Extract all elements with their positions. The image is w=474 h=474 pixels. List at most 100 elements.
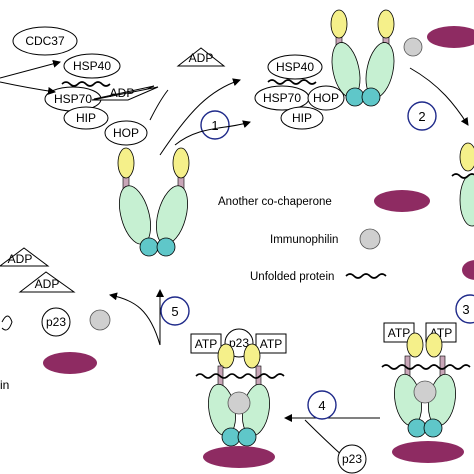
hsp40-right-ellipse: [267, 54, 323, 80]
adp-top-triangle: [176, 47, 226, 67]
legend-cochaperone-text: Another co-chaperone: [218, 196, 332, 208]
atp-bl-b-label: ATP: [260, 337, 282, 351]
c-domain-right: [156, 237, 176, 257]
re-cochaperone: [462, 260, 474, 280]
cdc37-ellipse: [12, 26, 78, 56]
step-1-arrow-secondary: [174, 120, 251, 146]
br-cochaperone: [392, 441, 464, 463]
tr-c-domain-right: [361, 87, 381, 107]
atp-bl-b-box: [255, 333, 287, 354]
n-domain-left: [117, 147, 135, 179]
hip-right-label: HIP: [292, 111, 312, 125]
p23-entry-arrow: [304, 419, 346, 459]
atp-br-a-label: ATP: [388, 326, 410, 340]
tr-n-domain-right: [377, 9, 395, 39]
re-middle-domain: [459, 173, 474, 227]
cdc37-label: CDC37: [25, 34, 65, 48]
top-right-client-complex: HSP40 HSP70 HOP HIP: [254, 9, 474, 130]
arrow-into-complex-top: [0, 59, 61, 79]
adp-left-triangle-fill: [91, 86, 159, 101]
re-n-domain: [459, 142, 474, 172]
hsp40-right-label: HSP40: [276, 60, 314, 74]
hsp40-left-ellipse: [63, 53, 121, 79]
tr-n-domain-left: [330, 9, 348, 39]
adp-far-left-2-label: ADP: [35, 277, 60, 291]
atp-bl-a-label: ATP: [195, 337, 217, 351]
hop-right-label: HOP: [313, 91, 339, 105]
unfolded-fragment-far-left: [1, 315, 13, 331]
released-factors: ADP ADP p23 in: [0, 247, 111, 392]
step-5-circle: [160, 296, 190, 326]
re-unfolded-protein: [451, 173, 474, 179]
hip-left-label: HIP: [76, 111, 96, 125]
legend-unfolded-text: Unfolded protein: [250, 271, 334, 283]
right-edge-partial-complex: [451, 142, 474, 280]
step-4-circle: [307, 390, 337, 420]
hsp40-left-label: HSP40: [73, 59, 111, 73]
n-domain-right: [172, 147, 190, 179]
unfolded-protein-right: [267, 79, 317, 85]
legend-immunophilin-text: Immunophilin: [270, 234, 338, 246]
legend: Another co-chaperone Immunophilin Unfold…: [218, 190, 430, 283]
cut-text-left: in: [0, 378, 9, 392]
adp-far-left-2-triangle: [18, 271, 76, 293]
br-c-domain-left: [407, 418, 427, 438]
bl-cochaperone: [203, 446, 275, 468]
br-immunophilin: [413, 380, 437, 404]
adp-top-label: ADP: [189, 51, 214, 65]
br-n-domain-left: [406, 332, 424, 358]
br-unfolded-protein: [381, 364, 471, 370]
br-n-domain-right: [425, 332, 443, 358]
step-1-arrow-main: [159, 78, 241, 156]
cochaperone-left: [43, 352, 97, 374]
p23-bottom-label: p23: [342, 452, 362, 466]
step-4-label: 4: [318, 398, 325, 413]
unfolded-protein-left: [61, 81, 111, 87]
p23-bottom-circle: [337, 444, 367, 474]
step-1-label: 1: [211, 118, 218, 133]
legend-immunophilin-swatch: [359, 228, 381, 250]
hop-top-ellipse: [104, 120, 148, 146]
adp-far-left-1-label: ADP: [8, 252, 33, 266]
legend-unfolded-swatch: [345, 273, 387, 279]
bl-c-domain-right: [237, 427, 257, 447]
atp-bl-a-box: [190, 333, 222, 354]
immunophilin-left: [89, 309, 111, 331]
adp-left-label: ADP: [110, 86, 135, 100]
hsp90-open-dimer: [117, 147, 190, 257]
c-domain-left: [139, 237, 159, 257]
hop-right-ellipse: [307, 85, 345, 111]
hsp70-left-label: HSP70: [54, 92, 92, 106]
p23-left-circle: [41, 307, 71, 337]
step-2-label: 2: [418, 109, 425, 124]
tr-c-domain-left: [345, 87, 365, 107]
hip-right-ellipse: [280, 106, 324, 130]
step-2-circle: [407, 101, 437, 131]
p23-bl-label: p23: [229, 336, 249, 350]
arrow-into-complex-bottom: [0, 81, 56, 95]
step-5-label: 5: [171, 304, 178, 319]
step-1-circle: [200, 110, 230, 140]
cochaperone-top-right: [427, 26, 474, 48]
top-left-cochaperone-complex: CDC37 HSP40 HSP70 ADP HIP: [0, 26, 159, 130]
middle-domain-right: [156, 185, 188, 245]
step-3-circle: [455, 294, 474, 324]
p23-left-label: p23: [46, 315, 66, 329]
bottom-left-closed-complex: ATP p23 ATP: [190, 328, 287, 468]
bl-immunophilin: [227, 391, 251, 415]
hop-top-label: HOP: [113, 126, 139, 140]
adp-far-left-1-triangle: [0, 247, 50, 267]
bottom-right-closed-complex: ATP ATP: [381, 322, 471, 463]
immunophilin-top-right: [403, 37, 423, 57]
bl-c-domain-left: [221, 427, 241, 447]
step-1-arrow-tail: [149, 89, 169, 121]
bl-n-domain-left: [217, 343, 235, 369]
atp-br-a-box: [383, 322, 415, 343]
bl-n-domain-right: [243, 343, 261, 369]
step-5-arrow: [109, 292, 161, 346]
step-3-label: 3: [462, 302, 469, 317]
hsp70-right-label: HSP70: [263, 91, 301, 105]
step-2-arrow: [409, 67, 469, 126]
bl-unfolded-protein: [195, 373, 285, 379]
